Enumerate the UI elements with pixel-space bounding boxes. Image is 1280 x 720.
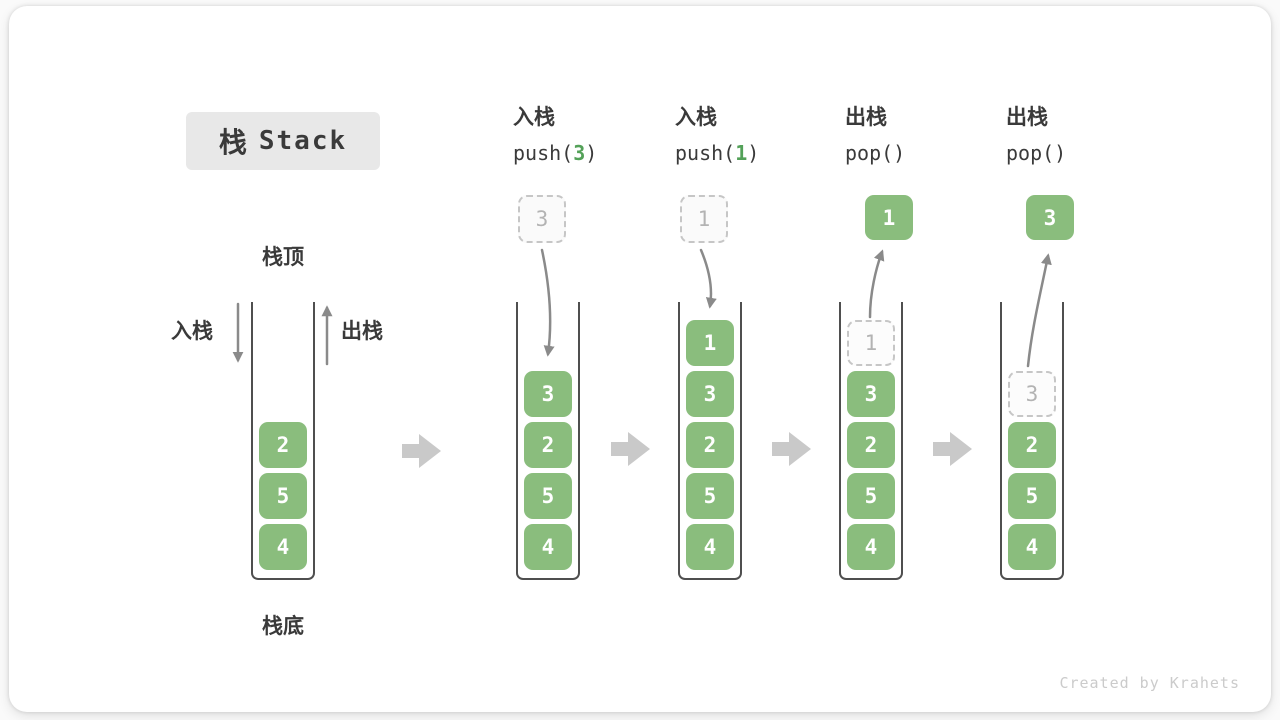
stack-item-5: 5 bbox=[1008, 473, 1056, 519]
popped-value-1: 1 bbox=[865, 195, 913, 240]
op-code-text: push( bbox=[513, 141, 574, 165]
op-code: pop() bbox=[845, 137, 905, 169]
stage-op-header-1: 入栈 push(3) bbox=[513, 103, 597, 169]
push-side-label: 入栈 bbox=[171, 320, 213, 343]
stack-item-2: 2 bbox=[1008, 422, 1056, 468]
stack-item-2: 2 bbox=[686, 422, 734, 468]
stack-top-label: 栈顶 bbox=[262, 246, 304, 269]
op-code: push(3) bbox=[513, 137, 597, 169]
op-label-zh: 出栈 bbox=[1006, 106, 1048, 129]
stack-item-5: 5 bbox=[686, 473, 734, 519]
stack-container-stage-3: 1 3 2 5 4 bbox=[839, 302, 903, 580]
stack-item-4: 4 bbox=[259, 524, 307, 570]
stack-item-5: 5 bbox=[524, 473, 572, 519]
stack-bottom-label: 栈底 bbox=[262, 615, 304, 638]
op-label-zh: 出栈 bbox=[845, 106, 887, 129]
stage-op-header-3: 出栈 pop() bbox=[845, 103, 905, 169]
stage-op-header-2: 入栈 push(1) bbox=[675, 103, 759, 169]
stage-op-header-4: 出栈 pop() bbox=[1006, 103, 1066, 169]
stack-item-2: 2 bbox=[524, 422, 572, 468]
op-label-zh: 入栈 bbox=[675, 106, 717, 129]
op-code-text: ) bbox=[585, 141, 598, 165]
title-text-en: Stack bbox=[258, 126, 348, 156]
op-code-text: ) bbox=[747, 141, 760, 165]
stack-container-stage-1: 3 2 5 4 bbox=[516, 302, 580, 580]
stack-item-4: 4 bbox=[524, 524, 572, 570]
stack-item-5: 5 bbox=[259, 473, 307, 519]
stack-item-3: 3 bbox=[847, 371, 895, 417]
popped-slot-1: 1 bbox=[847, 320, 895, 366]
incoming-value-3: 3 bbox=[518, 195, 566, 243]
title-badge: 栈 Stack bbox=[186, 112, 380, 170]
stack-container-stage-2: 1 3 2 5 4 bbox=[678, 302, 742, 580]
stack-container-stage-4: 3 2 5 4 bbox=[1000, 302, 1064, 580]
op-code: push(1) bbox=[675, 137, 759, 169]
stack-item-4: 4 bbox=[847, 524, 895, 570]
stack-item-5: 5 bbox=[847, 473, 895, 519]
stack-item-3: 3 bbox=[686, 371, 734, 417]
op-code-text: push( bbox=[675, 141, 736, 165]
title-text-zh: 栈 bbox=[218, 127, 247, 158]
op-arg-value: 3 bbox=[573, 141, 586, 165]
op-code-text: pop() bbox=[1006, 141, 1067, 165]
popped-value-3: 3 bbox=[1026, 195, 1074, 240]
stack-item-2: 2 bbox=[847, 422, 895, 468]
op-code: pop() bbox=[1006, 137, 1066, 169]
incoming-value-1: 1 bbox=[680, 195, 728, 243]
watermark: Created by Krahets bbox=[1059, 674, 1240, 692]
stack-item-1: 1 bbox=[686, 320, 734, 366]
stack-item-4: 4 bbox=[1008, 524, 1056, 570]
op-arg-value: 1 bbox=[735, 141, 748, 165]
stack-item-3: 3 bbox=[524, 371, 572, 417]
popped-slot-3: 3 bbox=[1008, 371, 1056, 417]
stack-item-2: 2 bbox=[259, 422, 307, 468]
op-code-text: pop() bbox=[845, 141, 906, 165]
stack-item-4: 4 bbox=[686, 524, 734, 570]
pop-side-label: 出栈 bbox=[341, 320, 383, 343]
op-label-zh: 入栈 bbox=[513, 106, 555, 129]
stack-container-initial: 2 5 4 bbox=[251, 302, 315, 580]
